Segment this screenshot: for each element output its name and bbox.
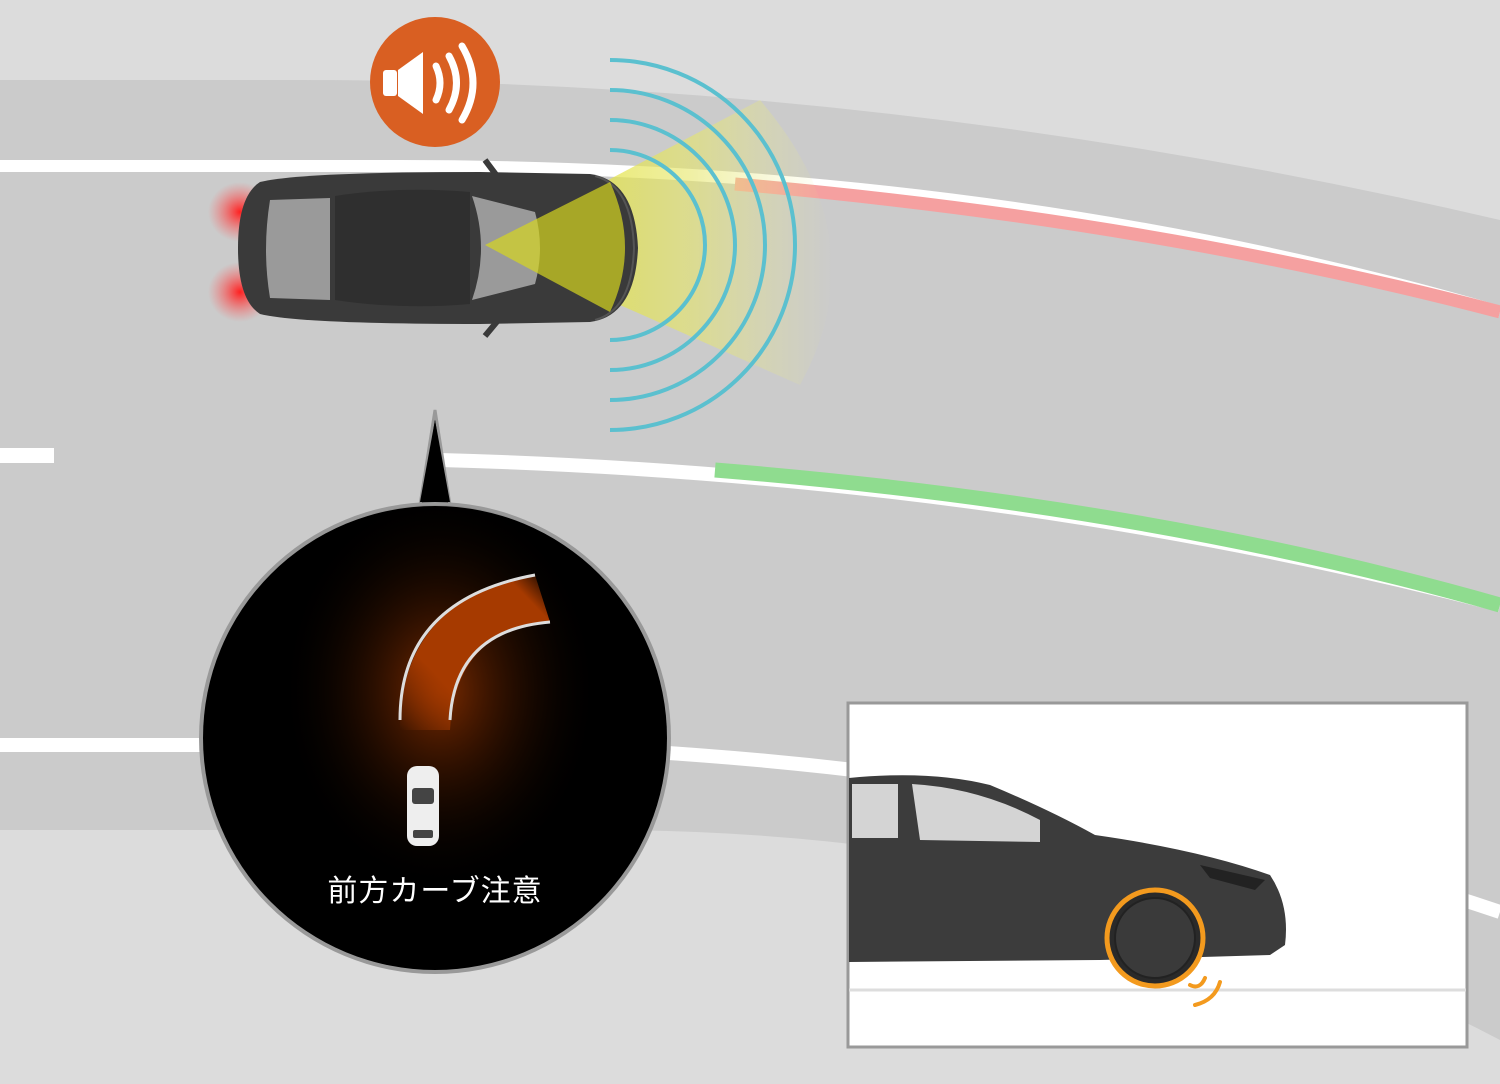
- lane-keep-safe-line: [714, 462, 1500, 613]
- warning-text: 前方カーブ注意: [327, 874, 543, 909]
- meter-display-callout: [199, 409, 671, 974]
- lane-line-dash: [0, 448, 54, 463]
- sensor-beam-inner: [485, 182, 625, 312]
- speaker-sound-icon: [370, 17, 500, 147]
- radar-wave-icon: [609, 58, 797, 432]
- car-icon: [407, 766, 439, 846]
- lane-departure-warning-line: [734, 177, 1500, 319]
- tire-vibration-icon: [1188, 976, 1222, 1007]
- side-view-inset: [846, 701, 1469, 1049]
